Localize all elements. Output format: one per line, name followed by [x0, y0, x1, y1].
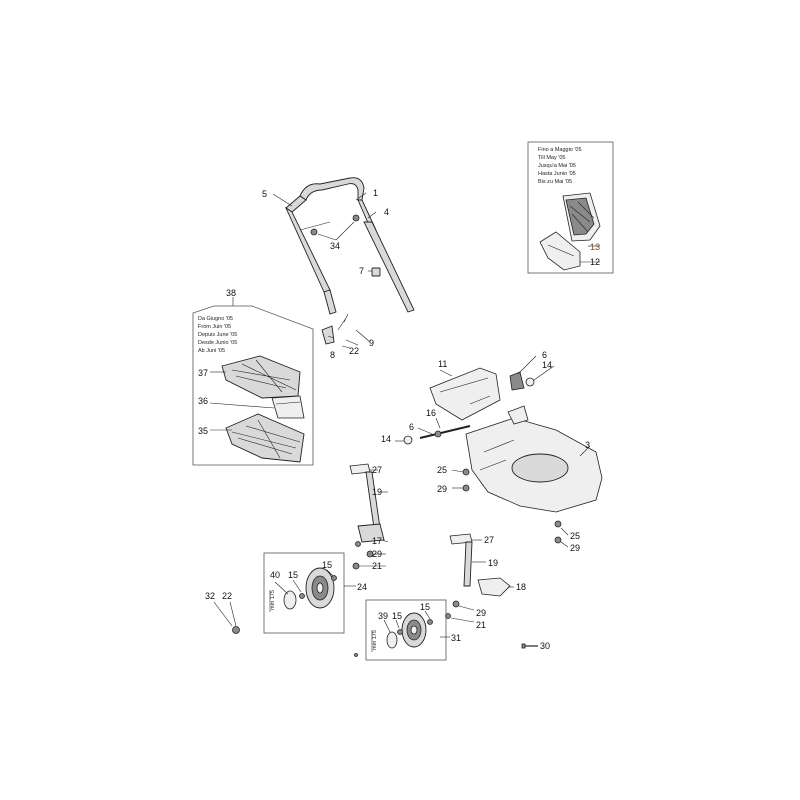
- callout-29-upper: 29: [437, 484, 447, 494]
- left-note-2: From Juin '05: [198, 324, 231, 330]
- callout-27-right: 27: [484, 535, 494, 545]
- callout-11: 11: [438, 359, 447, 369]
- deck-nut-upper: [462, 484, 470, 492]
- right-note-3: Jusqu'a Mai '05: [538, 163, 576, 169]
- callout-34: 34: [330, 241, 340, 251]
- callout-14-lower: 14: [381, 434, 391, 444]
- rear-axle: 30: [521, 641, 550, 651]
- callout-18: 18: [516, 582, 526, 592]
- rear-bushing-inner: [427, 619, 433, 625]
- right-note-2: Till May '05: [538, 155, 565, 161]
- rear-bushing: [397, 629, 403, 635]
- front-bushing-inner: [331, 575, 337, 581]
- rear-wheel-dim: mm 175: [372, 630, 378, 650]
- callout-17: 17: [372, 536, 382, 546]
- grass-bag-top: [221, 355, 301, 399]
- callout-25-lower: 25: [570, 531, 580, 541]
- callout-7: 7: [359, 266, 364, 276]
- left-note-4: Desde Junio '05: [198, 340, 237, 346]
- callout-30: 30: [540, 641, 550, 651]
- left-inset-box: 38 Da Giugno '05 From Juin '05 Depuis Ju…: [192, 288, 314, 466]
- callout-22-upper: 22: [349, 346, 359, 356]
- callout-25-upper: 25: [437, 465, 447, 475]
- grass-bag-bottom: [225, 413, 305, 463]
- right-inset-notes: Fino a Maggio '05 Till May '05 Jusqu'a M…: [538, 147, 582, 185]
- old-grass-bag: [562, 192, 601, 242]
- stray-washer: [354, 653, 358, 657]
- callout-24: 24: [357, 582, 367, 592]
- deck-nut-lower: [554, 536, 562, 544]
- deck-screw-upper: [462, 468, 470, 476]
- front-hubcap: [283, 590, 297, 610]
- rear-flap: [429, 367, 501, 421]
- front-wheel: [305, 567, 335, 609]
- handle-assembly: [284, 177, 415, 349]
- callout-29-left: 29: [372, 549, 382, 559]
- callout-15-front-b: 15: [322, 560, 332, 570]
- old-deflector-plate: [539, 231, 581, 271]
- right-note-5: Bis zu Mai '05: [538, 179, 572, 185]
- callout-35: 35: [198, 426, 208, 436]
- front-wheel-box: mm 175 40 15 15: [263, 552, 345, 634]
- callout-36: 36: [198, 396, 208, 406]
- callout-6-upper: 6: [542, 350, 547, 360]
- callout-12: 12: [590, 257, 600, 267]
- left-note-5: Ab Juni '05: [198, 348, 225, 354]
- callout-1: 1: [373, 188, 378, 198]
- callout-31: 31: [451, 633, 461, 643]
- callout-6-lower: 6: [409, 422, 414, 432]
- callout-27-left: 27: [372, 465, 382, 475]
- front-bushing: [299, 593, 305, 599]
- callout-8: 8: [330, 350, 335, 360]
- callout-16: 16: [426, 408, 436, 418]
- callout-3: 3: [585, 440, 590, 450]
- left-note-1: Da Giugno '05: [198, 316, 233, 322]
- callout-21-right: 21: [476, 620, 486, 630]
- right-inset-box: Fino a Maggio '05 Till May '05 Jusqu'a M…: [527, 141, 614, 274]
- mower-deck: [465, 405, 603, 513]
- callout-40: 40: [270, 570, 280, 580]
- callout-38: 38: [226, 288, 236, 298]
- right-height-lever: [445, 533, 511, 619]
- callout-32: 32: [205, 591, 215, 601]
- callout-19-right: 19: [488, 558, 498, 568]
- front-wheel-dim: mm 175: [270, 590, 276, 610]
- callout-13: 13: [590, 242, 600, 252]
- rear-wheel: [401, 612, 427, 648]
- callout-15-rear-a: 15: [392, 611, 402, 621]
- deck-screw-lower: [554, 520, 562, 528]
- rear-wheel-box: mm 175 39 15 15: [365, 599, 447, 661]
- right-note-1: Fino a Maggio '05: [538, 147, 582, 153]
- left-note-3: Depuis June '05: [198, 332, 237, 338]
- callout-4: 4: [384, 207, 389, 217]
- callout-37: 37: [198, 368, 208, 378]
- callout-15-front-a: 15: [288, 570, 298, 580]
- callout-9: 9: [369, 338, 374, 348]
- callout-22-lower: 22: [222, 591, 232, 601]
- callout-29-lower: 29: [570, 543, 580, 553]
- rear-hubcap: [386, 631, 398, 649]
- callout-29-right: 29: [476, 608, 486, 618]
- right-note-4: Hasta Junio '05: [538, 171, 576, 177]
- grass-bag-frame: [271, 395, 305, 419]
- callout-5: 5: [262, 189, 267, 199]
- callout-19-left: 19: [372, 487, 382, 497]
- callout-15-rear-b: 15: [420, 602, 430, 612]
- callout-39: 39: [378, 611, 388, 621]
- pivot-rod: [403, 425, 471, 445]
- callout-21-left: 21: [372, 561, 382, 571]
- left-inset-notes: Da Giugno '05 From Juin '05 Depuis June …: [198, 316, 237, 354]
- rear-flap-spring: [509, 371, 535, 391]
- loose-nut-washer: 32 22: [205, 591, 240, 634]
- callout-14-upper: 14: [542, 360, 552, 370]
